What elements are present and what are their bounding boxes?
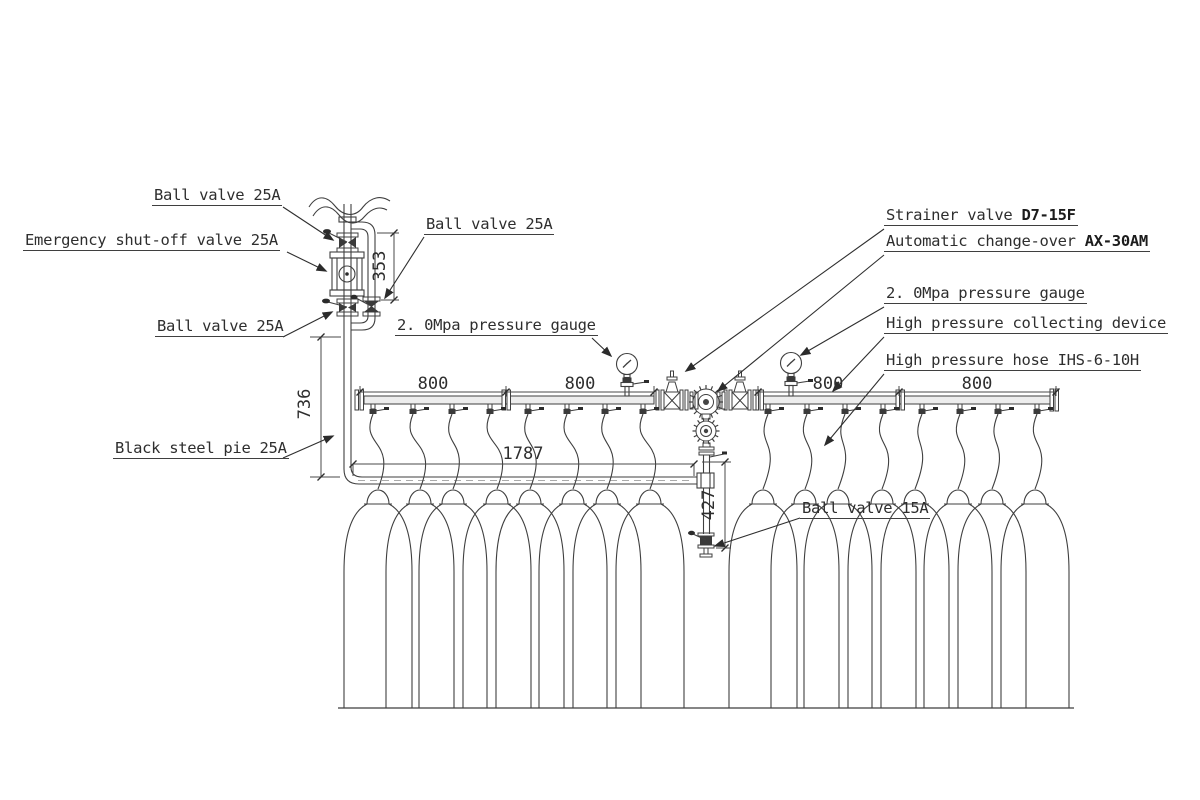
header-tap-valve	[879, 403, 899, 414]
gas-cylinder-banks	[343, 489, 1070, 708]
header-tap-valve	[486, 403, 506, 414]
header-tap-valve	[841, 403, 861, 414]
dim-800-1: 800	[418, 374, 449, 394]
gas-cylinder	[923, 489, 993, 708]
auto-changeover-glyph	[689, 385, 727, 458]
header-tap-valve	[601, 403, 621, 414]
gas-cylinder	[572, 489, 642, 708]
label-black-steel-pipe: Black steel pie 25A	[113, 439, 289, 459]
hp-hose-curve	[878, 413, 890, 490]
supply-riser	[308, 197, 698, 485]
hp-hose-curve	[837, 413, 847, 490]
gas-cylinder	[343, 489, 413, 708]
header-tap-valve	[409, 403, 429, 414]
dimension-texts: 353 736 427 1787 800 800 800 800	[295, 251, 992, 521]
strainer-valve-left-glyph	[655, 370, 689, 411]
header-tap-valve	[803, 403, 823, 414]
drop-pipe	[696, 455, 715, 534]
collecting-headers	[354, 388, 1059, 412]
dim-800-3: 800	[813, 374, 844, 394]
label-emergency-shutoff-valve: Emergency shut-off valve 25A	[23, 231, 280, 251]
high-pressure-hoses	[369, 413, 1043, 490]
hp-hose-curve	[991, 413, 1000, 490]
header-tap-valve	[448, 403, 468, 414]
header-tap-valve	[956, 403, 976, 414]
header-tap-valve	[918, 403, 938, 414]
ball-valve-lower-glyph	[322, 298, 359, 317]
label-strainer-valve-model: D7-15F	[1021, 206, 1076, 224]
label-auto-changeover-model: AX-30AM	[1084, 232, 1149, 250]
hp-hose-curve	[955, 413, 966, 490]
label-ball-valve-25a-top: Ball valve 25A	[152, 186, 283, 206]
label-ball-valve-15a: Ball valve 15A	[800, 499, 931, 519]
dim-353: 353	[370, 251, 390, 282]
label-strainer-valve: Strainer valve D7-15F	[884, 206, 1078, 226]
ball-valve-bypass-glyph	[350, 294, 381, 317]
gas-cylinder	[385, 489, 455, 708]
gas-cylinder	[728, 489, 798, 708]
dimension-lines	[310, 229, 1060, 552]
label-ball-valve-25a-bypass: Ball valve 25A	[424, 215, 555, 235]
label-pressure-gauge-right: 2. 0Mpa pressure gauge	[884, 284, 1087, 304]
gas-cylinder	[957, 489, 1027, 708]
gas-cylinder	[538, 489, 608, 708]
ball-valve-top-glyph	[323, 229, 359, 253]
header-tap-valve	[524, 403, 544, 414]
hp-hose-curve	[762, 413, 771, 490]
label-hp-collecting-device: High pressure collecting device	[884, 314, 1168, 334]
cylinder-taps	[369, 403, 1053, 414]
label-auto-changeover: Automatic change-over AX-30AM	[884, 232, 1150, 252]
header-tap-valve	[563, 403, 583, 414]
gas-cylinder	[880, 489, 950, 708]
header-tap-valve	[764, 403, 784, 414]
emergency-shutoff-valve-glyph	[329, 251, 365, 297]
strainer-valve-right-glyph	[723, 370, 757, 411]
pressure-gauge-right-glyph	[779, 351, 813, 397]
hp-hose-curve	[639, 413, 657, 490]
hp-hose-curve	[369, 413, 385, 490]
hp-hose-curve	[524, 413, 537, 490]
dim-427: 427	[699, 490, 719, 521]
hp-hose-curve	[563, 413, 580, 490]
label-hp-hose: High pressure hose IHS-6-10H	[884, 351, 1141, 371]
pipe-break-icon	[312, 206, 388, 224]
header-tap-valve	[1033, 403, 1053, 414]
gas-cylinder	[803, 489, 873, 708]
gas-cylinder	[495, 489, 565, 708]
header-tap-valve	[369, 403, 389, 414]
gas-cylinder	[770, 489, 840, 708]
dim-736: 736	[295, 389, 315, 420]
hp-hose-curve	[409, 413, 427, 490]
hp-hose-curve	[802, 413, 813, 490]
leader-lines	[282, 206, 885, 548]
hp-hose-curve	[448, 413, 460, 490]
pipe-break-icon	[308, 197, 391, 215]
pressure-gauge-left-glyph	[615, 352, 649, 397]
ball-valve-15a-glyph	[688, 530, 715, 558]
header-tap-valve	[994, 403, 1014, 414]
gas-cylinder	[615, 489, 685, 708]
label-ball-valve-25a-lower: Ball valve 25A	[155, 317, 286, 337]
label-pressure-gauge-left: 2. 0Mpa pressure gauge	[395, 316, 598, 336]
dim-1787: 1787	[503, 444, 544, 464]
hp-hose-curve	[1032, 413, 1043, 490]
header-tap-valve	[639, 403, 659, 414]
gas-cylinder	[462, 489, 532, 708]
hp-hose-curve	[914, 413, 924, 490]
dim-800-2: 800	[565, 374, 596, 394]
hp-hose-curve	[601, 413, 614, 490]
dim-800-4: 800	[962, 374, 993, 394]
label-strainer-valve-text: Strainer valve	[886, 206, 1022, 224]
hp-hose-curve	[486, 413, 504, 490]
gas-cylinder	[847, 489, 917, 708]
gas-cylinder	[1000, 489, 1070, 708]
label-auto-changeover-text: Automatic change-over	[886, 232, 1085, 250]
gas-cylinder	[418, 489, 488, 708]
